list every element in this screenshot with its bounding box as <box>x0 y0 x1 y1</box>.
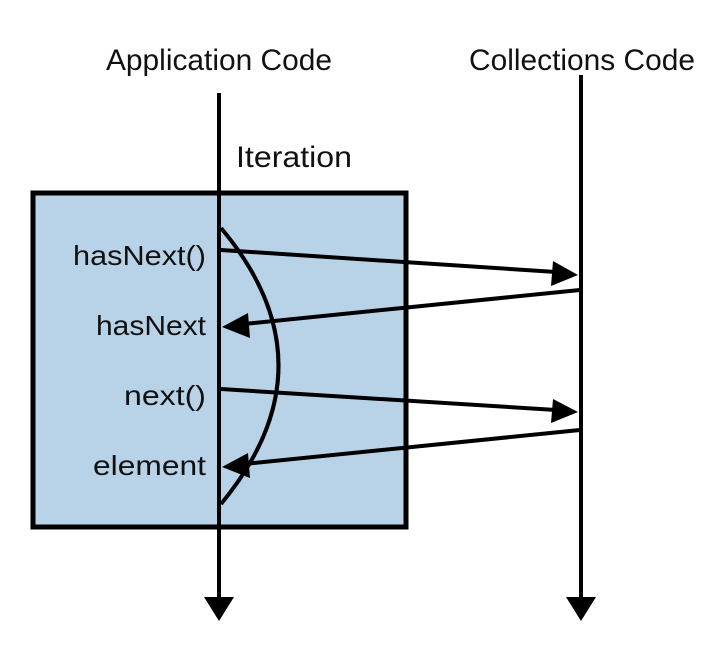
iteration-label: Iteration <box>236 141 352 174</box>
collections-code-title: Collections Code <box>469 44 695 77</box>
message-label-hasnext-return: hasNext <box>96 310 206 341</box>
application-code-title: Application Code <box>106 44 332 77</box>
arrowhead-icon <box>551 399 578 423</box>
arrowhead-icon <box>222 453 250 478</box>
arrowhead-icon <box>551 261 578 286</box>
message-arrow-next-call <box>220 387 557 412</box>
message-arrow-hasnext-return <box>243 288 581 326</box>
collections-lifeline-arrowhead-icon <box>566 597 596 621</box>
message-arrow-element-return <box>243 428 581 466</box>
message-arrow-hasnext-call <box>220 248 557 274</box>
message-label-hasnext-call: hasNext() <box>73 240 206 271</box>
application-lifeline-arrowhead-icon <box>204 597 234 621</box>
message-label-element-return: element <box>93 450 206 481</box>
arrowhead-icon <box>222 313 250 338</box>
message-label-next-call: next() <box>124 380 206 411</box>
